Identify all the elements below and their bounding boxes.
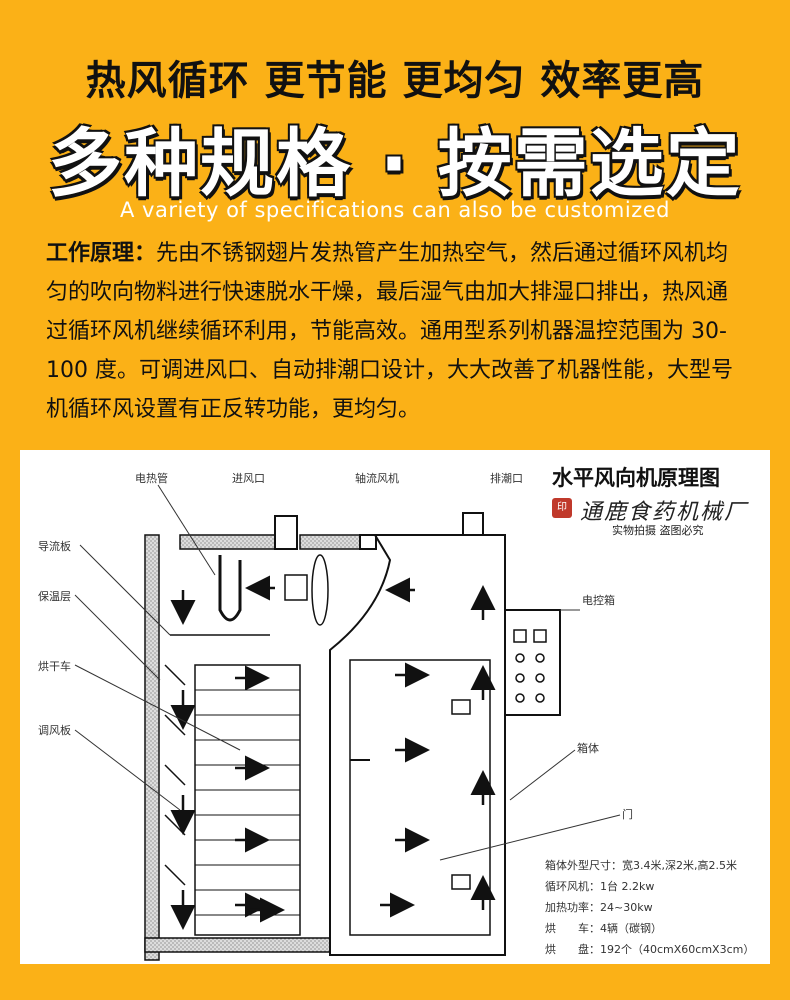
drying-cart: [194, 664, 301, 936]
big-title: 多种规格 · 按需选定: [48, 121, 742, 207]
label-insulation: 保温层: [38, 590, 71, 603]
label-air-inlet: 进风口: [232, 472, 265, 485]
heater-tube: [218, 555, 242, 622]
insulation-bottom: [144, 937, 331, 953]
door: [349, 659, 491, 936]
principle-text: 先由不锈钢翅片发热管产生加热空气，然后通过循环风机均匀的吹向物料进行快速脱水干燥…: [46, 241, 733, 422]
spec-item: 加热功率：24~30kw: [545, 901, 653, 914]
label-door: 门: [622, 808, 633, 821]
spec-item: 循环风机：1台 2.2kw: [545, 880, 655, 893]
subtitle: A variety of specifications can also be …: [120, 198, 670, 222]
diagram-panel: [20, 450, 770, 964]
label-damper: 调风板: [38, 724, 71, 737]
label-drying-cart: 烘干车: [38, 660, 71, 673]
fan-blade: [311, 554, 329, 626]
spec-item: 箱体外型尺寸：宽3.4米,深2米,高2.5米: [545, 859, 737, 872]
label-moisture-outlet: 排潮口: [490, 472, 523, 485]
spec-item: 烘 车：4辆（碳钢）: [545, 922, 662, 935]
insulation-top-2: [299, 534, 361, 550]
label-deflector: 导流板: [38, 540, 71, 553]
brand-sub: 实物拍摄 盗图必究: [612, 524, 704, 537]
spec-list: 箱体外型尺寸：宽3.4米,深2米,高2.5米 循环风机：1台 2.2kw 加热功…: [545, 855, 754, 960]
working-principle: 工作原理：先由不锈钢翅片发热管产生加热空气，然后通过循环风机均匀的吹向物料进行快…: [46, 234, 746, 429]
brand-seal: 印: [552, 498, 572, 518]
fan-motor: [284, 574, 308, 601]
brand-logo: 通鹿食药机械厂: [580, 500, 749, 525]
cabinet-body: [329, 534, 506, 956]
insulation-left: [144, 534, 160, 961]
label-axial-fan: 轴流风机: [355, 472, 399, 485]
moisture-outlet: [462, 512, 484, 536]
spec-item: 烘 盘：192个（40cmX60cmX3cm）: [545, 943, 755, 956]
air-inlet-left: [274, 515, 298, 550]
air-inlet-right: [359, 534, 377, 550]
control-box: [504, 609, 561, 716]
label-heater-tube: 电热管: [135, 472, 168, 485]
principle-label: 工作原理：: [46, 241, 157, 266]
headline: 热风循环 更节能 更均匀 效率更高: [85, 58, 705, 104]
label-control-box: 电控箱: [582, 594, 615, 607]
label-cabinet: 箱体: [577, 742, 599, 755]
dryer-schematic: [74, 484, 621, 961]
diagram-title: 水平风向机原理图: [552, 466, 720, 490]
